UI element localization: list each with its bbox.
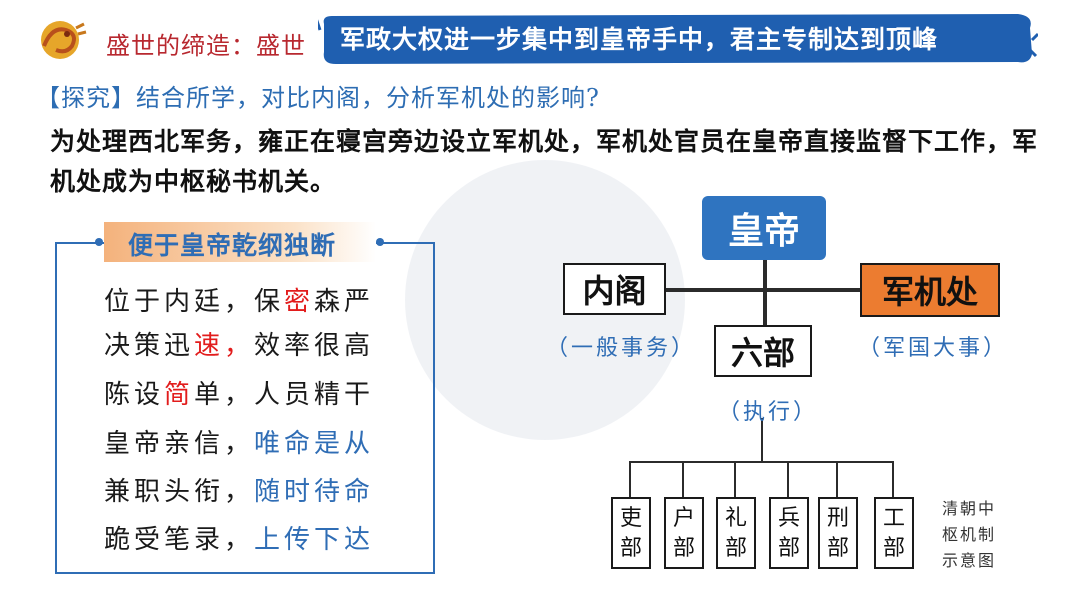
ministry-connector — [787, 461, 789, 499]
feature-line: 陈设简单，人员精干 — [104, 374, 374, 411]
ministry-gong: 工部 — [874, 497, 914, 569]
feature-line: 跪受笔录，上传下达 — [104, 519, 374, 556]
title-dot-right — [376, 238, 384, 246]
ministries-bus — [629, 461, 894, 463]
junjichu-subtitle: （军国大事） — [858, 330, 1008, 362]
feature-line: 皇帝亲信，唯命是从 — [104, 423, 374, 460]
liubu-subtitle: （执行） — [718, 394, 818, 426]
ministry-connector — [892, 461, 894, 499]
emperor-node: 皇帝 — [702, 196, 826, 260]
dragon-logo-icon — [36, 18, 88, 62]
emperor-connector — [763, 258, 767, 326]
feature-line: 决策迅速，效率很高 — [104, 325, 374, 362]
liubu-node: 六部 — [714, 325, 812, 377]
feature-line: 位于内廷，保密森严 — [104, 281, 374, 318]
ministry-connector — [629, 461, 631, 499]
ministry-connector — [734, 461, 736, 499]
neige-subtitle: （一般事务） — [546, 330, 696, 362]
question-prompt: 【探究】结合所学，对比内阁，分析军机处的影响? — [36, 78, 600, 113]
header-title: 盛世的缔造：盛世 — [106, 26, 306, 61]
title-dot-left — [95, 238, 103, 246]
neige-node: 内阁 — [563, 263, 666, 315]
feature-line: 兼职头衔，随时待命 — [104, 471, 374, 508]
ministry-connector — [682, 461, 684, 499]
ministry-li-rites: 礼部 — [716, 497, 756, 569]
ministry-li-personnel: 吏部 — [611, 497, 651, 569]
horizontal-connector — [666, 288, 861, 292]
junjichu-node: 军机处 — [860, 263, 1000, 317]
feature-title: 便于皇帝乾纲独断 — [128, 226, 336, 262]
ministry-xing: 刑部 — [818, 497, 858, 569]
ministry-hu: 户部 — [664, 497, 704, 569]
ministry-connector — [836, 461, 838, 499]
banner-text: 军政大权进一步集中到皇帝手中，君主专制达到顶峰 — [340, 20, 1030, 56]
ministry-bing: 兵部 — [769, 497, 809, 569]
diagram-caption: 清朝中枢机制示意图 — [942, 496, 1008, 574]
